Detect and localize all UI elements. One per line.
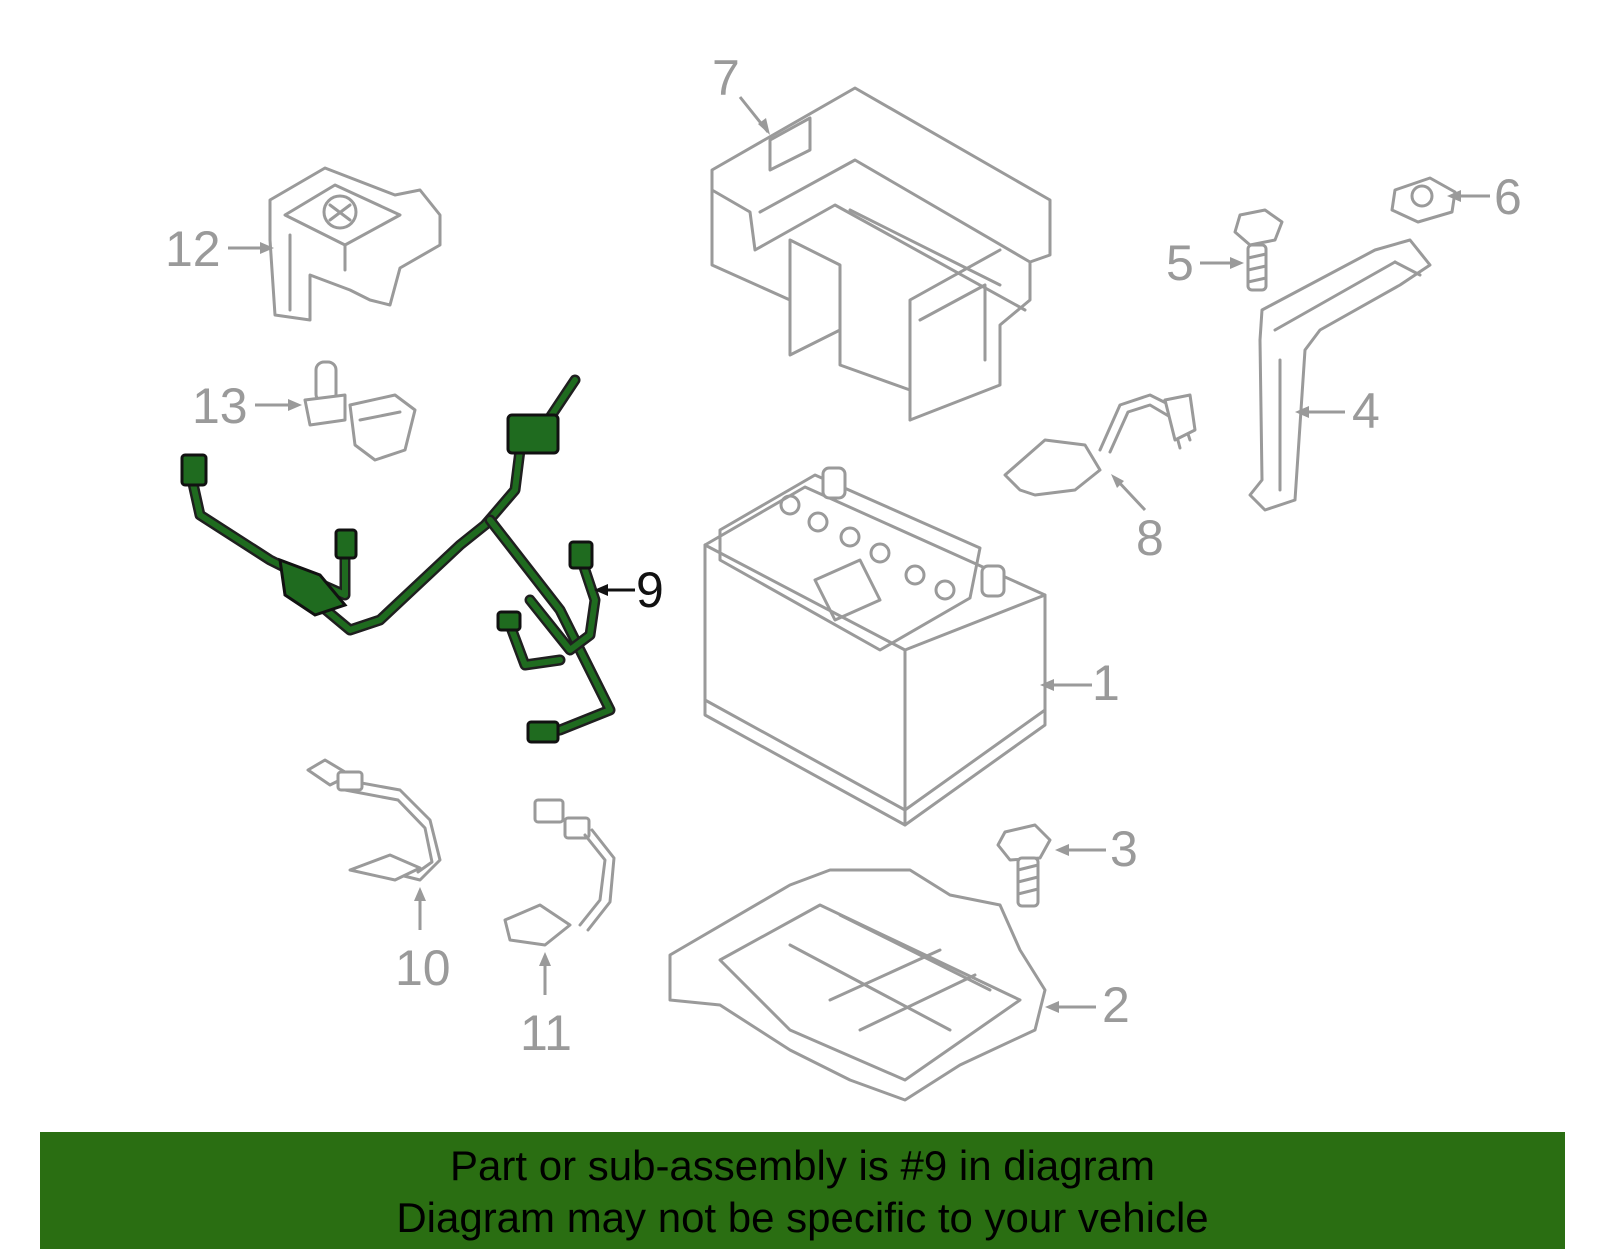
- callout-7: 7: [712, 50, 740, 106]
- part-13-stud-connector[interactable]: [303, 360, 417, 462]
- callout-6: 6: [1494, 169, 1522, 225]
- callout-10: 10: [395, 940, 451, 996]
- part-12-terminal-block[interactable]: [268, 166, 442, 322]
- banner-line-part-info: Part or sub-assembly is #9 in diagram: [450, 1142, 1155, 1189]
- callout-12: 12: [165, 221, 221, 277]
- callout-arrows: [228, 96, 1490, 1013]
- part-6-nut[interactable]: [1390, 176, 1457, 224]
- part-11-sensor-cable[interactable]: [503, 798, 616, 947]
- part-10-ground-cable[interactable]: [306, 758, 442, 882]
- callout-9: 9: [636, 562, 664, 618]
- callout-11: 11: [520, 1005, 572, 1061]
- info-banner: Part or sub-assembly is #9 in diagram Di…: [40, 1132, 1565, 1249]
- part-5-bolt[interactable]: [1233, 208, 1284, 292]
- part-3-bolt[interactable]: [996, 823, 1052, 908]
- callout-13: 13: [192, 378, 248, 434]
- callout-1: 1: [1092, 655, 1120, 711]
- callout-labels: 7 1 2 3 4 5 6 8 9 10 11 12 13: [165, 50, 1522, 1061]
- part-1-battery[interactable]: [703, 466, 1047, 827]
- part-4-bracket[interactable]: [1248, 238, 1432, 512]
- banner-line-disclaimer: Diagram may not be specific to your vehi…: [396, 1194, 1209, 1241]
- callout-4: 4: [1352, 383, 1380, 439]
- callout-3: 3: [1110, 821, 1138, 877]
- part-9-wiring-harness[interactable]: [180, 374, 616, 744]
- part-2-battery-tray[interactable]: [668, 868, 1047, 1102]
- part-7-battery-box[interactable]: [710, 86, 1052, 422]
- part-8-sensor-cable[interactable]: [1003, 393, 1197, 497]
- callout-2: 2: [1102, 977, 1130, 1033]
- callout-8: 8: [1136, 510, 1164, 566]
- callout-5: 5: [1166, 235, 1194, 291]
